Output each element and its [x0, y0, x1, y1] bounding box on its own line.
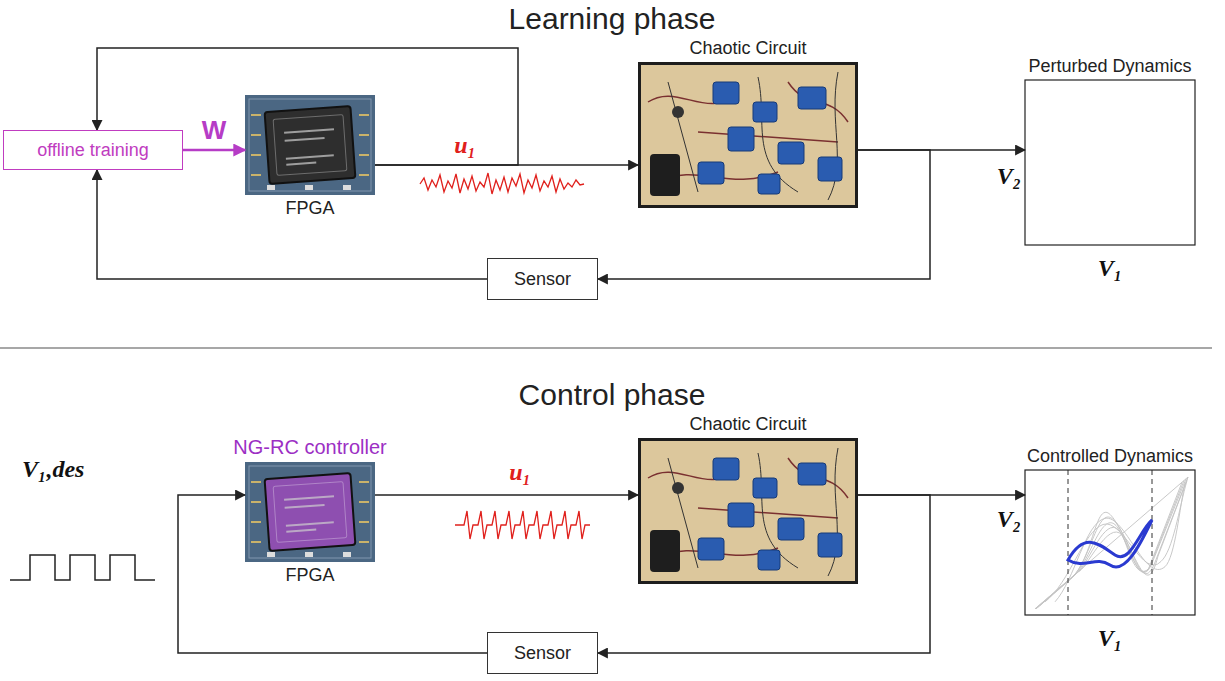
circuit-photo [640, 440, 857, 583]
sensor-box: Sensor [487, 258, 598, 300]
perturbation-signal [420, 173, 584, 194]
signal-label: u₁ [452, 133, 478, 157]
fpga-chip [245, 95, 375, 195]
signal-arrow [183, 149, 245, 152]
device-label: FPGA [285, 565, 334, 586]
axis-label: V₁ [1098, 255, 1122, 283]
panel-title: Control phase [519, 378, 706, 413]
plot-frame [1025, 470, 1195, 615]
phase-plot: Perturbed DynamicsV₂V₁ [1025, 80, 1195, 245]
sensor-box: Sensor [487, 632, 598, 674]
signal-label: u₁ [507, 460, 533, 484]
axis-label: V₁ [1098, 625, 1122, 653]
controlled-orbit [1068, 520, 1152, 567]
plot-title: Perturbed Dynamics [1028, 56, 1191, 77]
box-label: Sensor [514, 643, 571, 664]
attractor-clip [1035, 477, 1188, 609]
signal-arrow [598, 495, 930, 653]
bound-line [1152, 470, 1153, 615]
device-label: Chaotic Circuit [689, 38, 806, 59]
box-label: Sensor [514, 269, 571, 290]
phase-plot: Controlled DynamicsV₂V₁ [1025, 470, 1195, 615]
control-signal [455, 511, 590, 539]
training-box: offline training [3, 130, 183, 170]
signal-arrow [598, 150, 930, 279]
signal-name: V₁,des [22, 456, 84, 484]
panel-title: Learning phase [509, 2, 716, 37]
axis-label: V₂ [997, 506, 1021, 534]
square-wave [10, 555, 155, 580]
plot-area [1025, 470, 1195, 615]
signal-arrow [97, 170, 487, 279]
box-label: offline training [37, 140, 149, 161]
signal-arrow [375, 494, 638, 496]
panel-separator [0, 347, 1212, 349]
signal-label: W [200, 117, 229, 143]
circuit-block: Chaotic Circuit [638, 438, 858, 585]
fpga-block: NG-RC controllerFPGA [245, 462, 375, 562]
device-label: FPGA [285, 198, 334, 219]
circuit-block: Chaotic Circuit [638, 62, 858, 208]
controller-label: NG-RC controller [233, 436, 386, 459]
ghost-attractor [1035, 477, 1188, 609]
signal-arrow [178, 495, 487, 653]
plot-title: Controlled Dynamics [1027, 446, 1193, 467]
fpga-block: FPGA [245, 95, 375, 195]
bound-line [1068, 470, 1069, 615]
plot-frame [1025, 80, 1195, 245]
fpga-chip [245, 462, 375, 562]
plot-area [1025, 80, 1195, 245]
axis-label: V₂ [997, 163, 1021, 191]
device-label: Chaotic Circuit [689, 414, 806, 435]
circuit-photo [640, 64, 857, 207]
